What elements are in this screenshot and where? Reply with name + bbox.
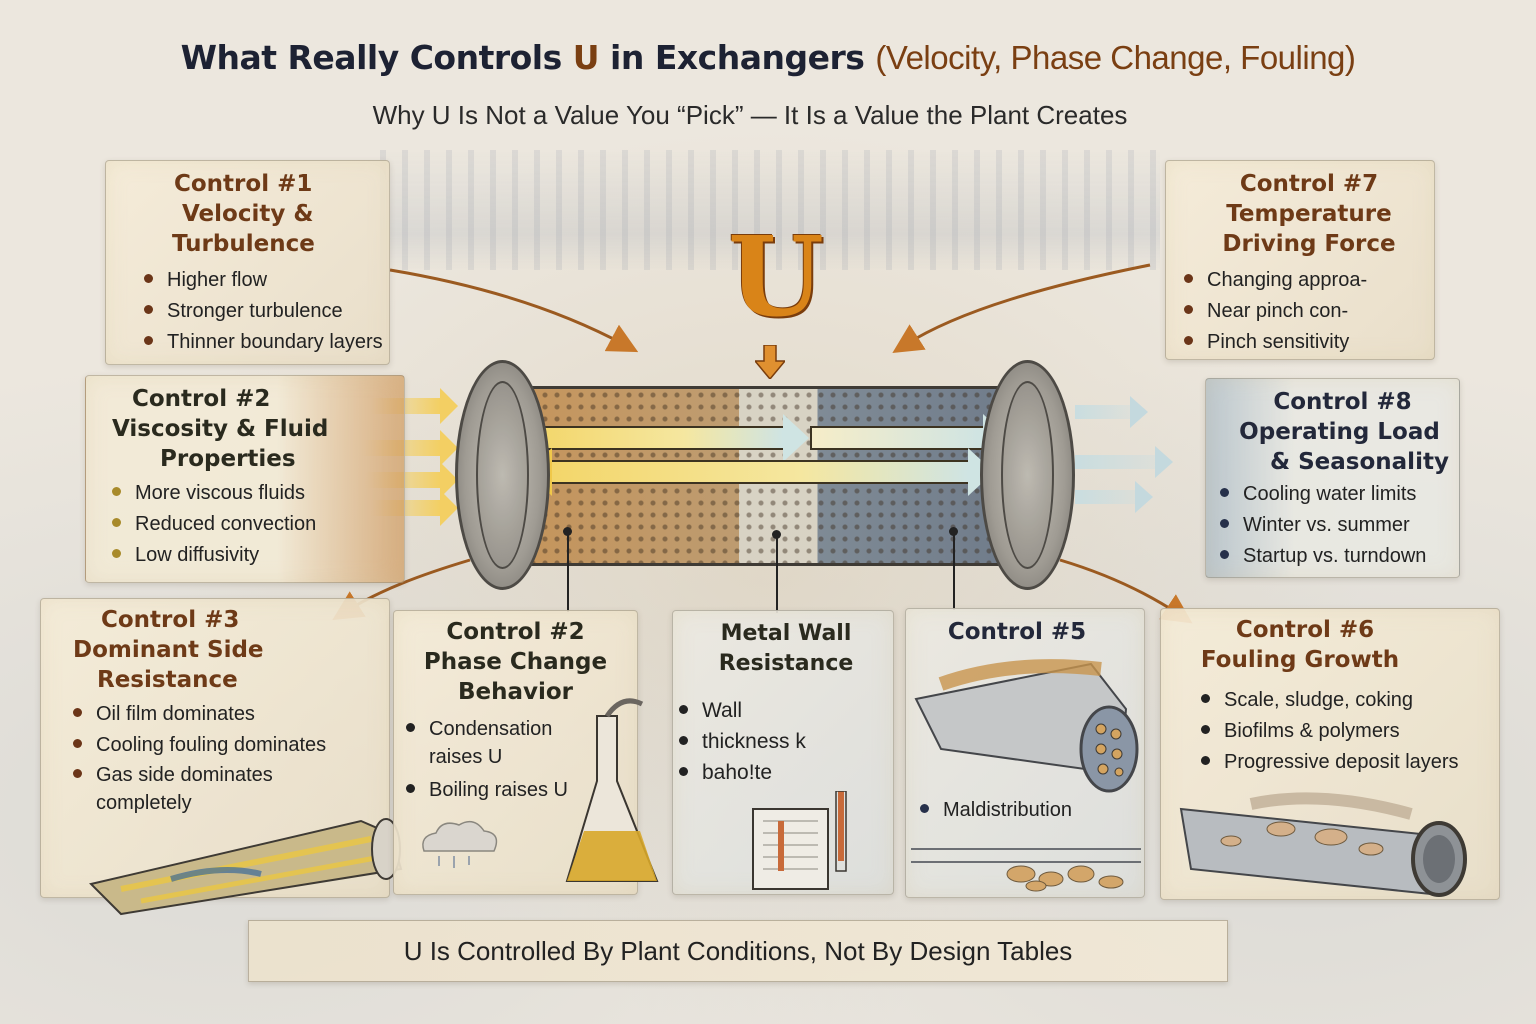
card-heading: Control #2 [132, 386, 271, 412]
outlet-arrow-icon [1075, 396, 1148, 428]
fouled-pipe-icon [1179, 792, 1467, 897]
flow-arrow-icon [810, 414, 1009, 462]
card-title-line: Temperature [1226, 201, 1392, 227]
outlet-arrow-icon [1075, 481, 1153, 513]
list-item: Cooling fouling dominates [73, 730, 373, 761]
perforated-tube-icon [914, 659, 1139, 793]
card-control-1: Control #1 Velocity & Turbulence Higher … [105, 160, 390, 365]
leader-line [776, 535, 778, 613]
card-title-line: Dominant Side [73, 637, 264, 663]
list-item: Gas side dominates completely [73, 761, 373, 817]
list-item: Boiling raises U [406, 775, 616, 806]
bullet-list: Scale, sludge, coking Biofilms & polymer… [1161, 685, 1499, 778]
list-item: Higher flow [144, 265, 504, 296]
leader-dot [949, 527, 958, 536]
list-item: Scale, sludge, coking [1201, 685, 1499, 716]
list-item: Progressive deposit layers [1201, 747, 1499, 778]
left-flange-icon [455, 360, 550, 590]
bullet-list: Oil film dominates Cooling fouling domin… [73, 699, 373, 817]
page-title: What Really Controls U in Exchangers (Ve… [0, 38, 1536, 77]
card-title-line: Resistance [97, 667, 238, 693]
list-item: More viscous fluids [112, 478, 404, 509]
u-symbol: U [728, 212, 824, 341]
card-heading: Control #8 [1273, 389, 1412, 415]
right-flange-icon [980, 360, 1075, 590]
leader-line [953, 532, 955, 610]
card-heading: Control #2 [446, 619, 585, 645]
card-title-line: Velocity & [182, 201, 314, 227]
list-item: Winter vs. summer [1220, 510, 1510, 541]
card-heading: Control #5 [947, 619, 1087, 645]
outlet-arrow-icon [1075, 446, 1173, 478]
leader-dot [563, 527, 572, 536]
debris-pipe-icon [911, 848, 1141, 892]
list-item: Stronger turbulence [144, 296, 504, 327]
list-item: Condensation raises U [406, 715, 566, 771]
flow-arrow-icon [535, 414, 809, 462]
bullet-list: Condensation raises U [406, 715, 566, 771]
card-title-line: Fouling Growth [1200, 647, 1400, 673]
card-title-line: & Seasonality [1270, 449, 1449, 475]
card-control-6: Control #6 Fouling Growth Scale, sludge,… [1160, 608, 1500, 900]
heat-exchanger-illustration [360, 360, 1173, 590]
fouled-tube-icon [89, 818, 403, 916]
list-item: Startup vs. turndown [1220, 541, 1510, 572]
page-subtitle: Why U Is Not a Value You “Pick” — It Is … [372, 100, 1128, 130]
list-item: Maldistribution [920, 795, 1072, 826]
list-item: Pinch sensitivity [1184, 327, 1434, 358]
card-control-8: Control #8 Operating Load & Seasonality … [1205, 378, 1460, 578]
bullet-list: Maldistribution [920, 795, 1072, 826]
bullet-list: Boiling raises U [406, 775, 616, 806]
card-title-line: Operating Load [1239, 419, 1440, 445]
list-item: Wall [679, 695, 893, 726]
card-control-5: Control #5 Maldistribution [905, 608, 1145, 898]
bullet-list: More viscous fluids Reduced convection L… [112, 478, 404, 571]
card-control-3: Control #3 Dominant Side Resistance Oil … [40, 598, 403, 916]
bullet-list: Higher flow Stronger turbulence Thinner … [144, 265, 504, 358]
card-control-7: Control #7 Temperature Driving Force Cha… [1165, 160, 1435, 360]
list-item: Changing approa- [1184, 265, 1434, 296]
title-text-1: What Really Controls [180, 38, 573, 77]
card-control-2-viscosity: Control #2 Viscosity & Fluid Properties … [85, 375, 405, 583]
card-title-line: Phase Change [423, 649, 608, 675]
card-title-line: Viscosity & Fluid [112, 416, 329, 442]
list-item: Cooling water limits [1220, 479, 1510, 510]
list-item: Near pinch con- [1184, 296, 1434, 327]
list-item: Thinner boundary layers [144, 327, 504, 358]
card-title-line: Driving Force [1222, 231, 1396, 257]
leader-dot [772, 530, 781, 539]
card-title-line: Resistance [718, 651, 854, 676]
card-title-line: Metal Wall [720, 621, 852, 646]
card-heading: Control #6 [1235, 617, 1375, 643]
refinery-skyline-icon [380, 150, 1160, 270]
footer-banner: U Is Controlled By Plant Conditions, Not… [248, 920, 1228, 982]
bullet-list: Changing approa- Near pinch con- Pinch s… [1184, 265, 1434, 358]
card-heading: Control #1 [174, 171, 313, 197]
card-metal-wall: Metal Wall Resistance Wall thickness k b… [672, 610, 894, 895]
down-arrow-icon [755, 345, 785, 379]
card-heading: Control #3 [101, 607, 240, 633]
flask-icon [565, 698, 659, 882]
card-title-line: Behavior [457, 679, 574, 705]
title-u: U [572, 38, 600, 77]
list-item: baho!te [679, 757, 893, 788]
bullet-list: Cooling water limits Winter vs. summer S… [1220, 479, 1510, 572]
bullet-list: Wall thickness k baho!te [679, 695, 893, 788]
list-item: Oil film dominates [73, 699, 373, 730]
title-parenthetical: (Velocity, Phase Change, Fouling) [875, 39, 1356, 76]
card-title-line: Properties [160, 446, 296, 472]
thermometer-gauge-icon [752, 791, 847, 890]
list-item: Reduced convection [112, 509, 404, 540]
card-heading: Control #7 [1239, 171, 1379, 197]
list-item: thickness k [679, 726, 893, 757]
list-item: Low diffusivity [112, 540, 404, 571]
leader-line [567, 532, 569, 612]
list-item: Biofilms & polymers [1201, 716, 1499, 747]
card-control-2-phase: Control #2 Phase Change Behavior Condens… [393, 610, 659, 895]
bidirectional-flow-arrow-icon [526, 448, 994, 496]
card-title-line: Turbulence [172, 231, 315, 257]
steam-cloud-icon [422, 820, 498, 868]
title-text-2: in Exchangers [599, 38, 876, 77]
